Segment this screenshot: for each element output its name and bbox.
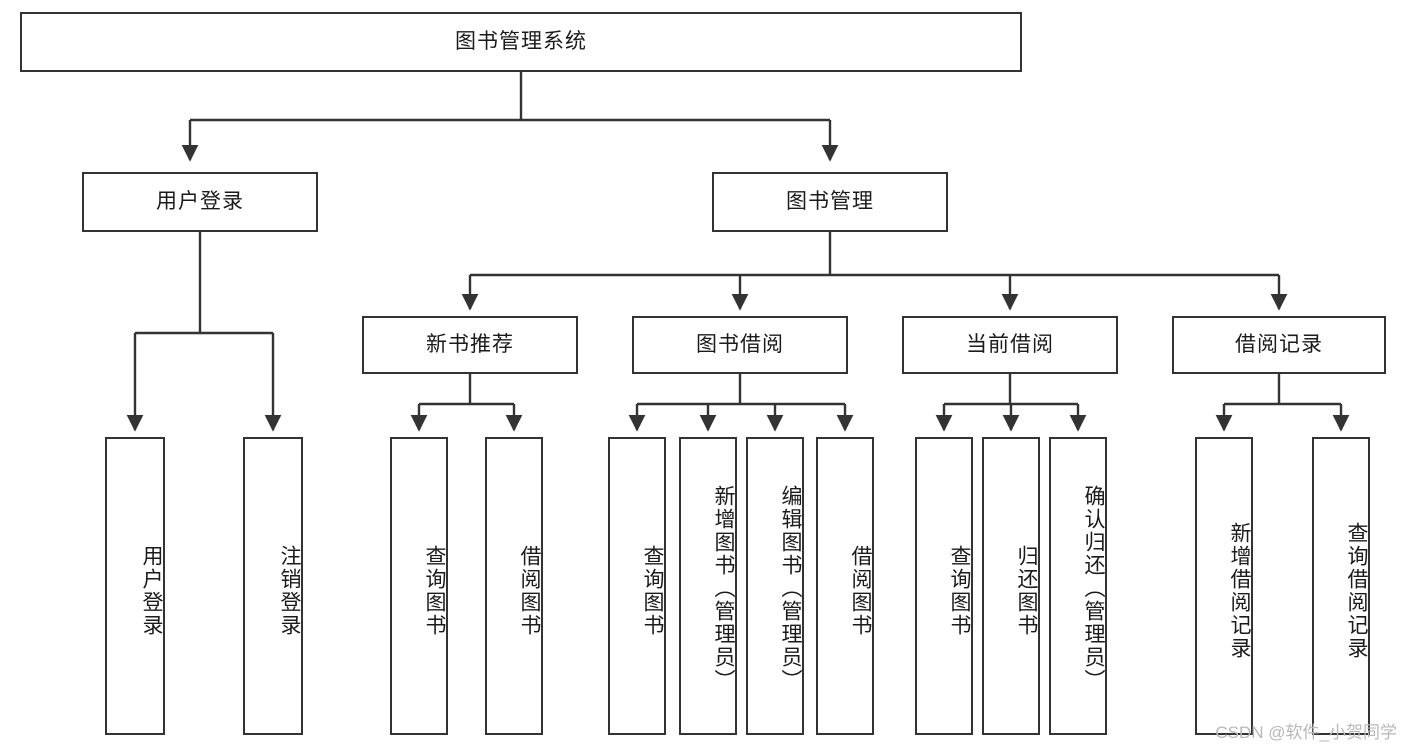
node-current-borrow[interactable]: 当前借阅 [902, 316, 1118, 374]
leaf-book-borrow-add-book-admin[interactable]: 新增图书（管理员） [679, 437, 737, 735]
node-label: 借阅记录 [1235, 332, 1323, 356]
node-label: 查询图书 [948, 545, 971, 637]
node-root-book-management-system[interactable]: 图书管理系统 [20, 12, 1022, 72]
node-label: 查询图书 [641, 545, 664, 637]
node-label: 注销登录 [278, 545, 301, 637]
leaf-book-borrow-borrow-book[interactable]: 借阅图书 [816, 437, 874, 735]
leaf-book-borrow-edit-book-admin[interactable]: 编辑图书（管理员） [746, 437, 804, 735]
node-book-management[interactable]: 图书管理 [712, 172, 948, 232]
leaf-current-borrow-return-book[interactable]: 归还图书 [982, 437, 1040, 735]
watermark-text: CSDN @软件_小贺同学 [1215, 723, 1397, 742]
node-label: 图书借阅 [696, 332, 784, 356]
node-book-borrow[interactable]: 图书借阅 [632, 316, 848, 374]
leaf-user-login-login[interactable]: 用户登录 [105, 437, 165, 735]
node-label: 借阅图书 [849, 545, 872, 637]
node-new-book-recommend[interactable]: 新书推荐 [362, 316, 578, 374]
node-label: 新书推荐 [426, 332, 514, 356]
node-label: 图书管理 [786, 189, 874, 213]
node-label: 用户登录 [140, 545, 163, 637]
node-label: 查询借阅记录 [1345, 522, 1368, 660]
node-label: 新增借阅记录 [1228, 522, 1251, 660]
node-label: 用户登录 [156, 189, 244, 213]
node-label: 编辑图书（管理员） [779, 484, 802, 692]
leaf-current-borrow-confirm-return-admin[interactable]: 确认归还（管理员） [1049, 437, 1107, 735]
leaf-borrow-records-query-record[interactable]: 查询借阅记录 [1312, 437, 1370, 735]
node-label: 查询图书 [423, 545, 446, 637]
node-borrow-records[interactable]: 借阅记录 [1172, 316, 1386, 374]
leaf-borrow-records-add-record[interactable]: 新增借阅记录 [1195, 437, 1253, 735]
node-label: 归还图书 [1015, 545, 1038, 637]
leaf-user-login-logout[interactable]: 注销登录 [243, 437, 303, 735]
node-user-login[interactable]: 用户登录 [82, 172, 318, 232]
leaf-current-borrow-query-book[interactable]: 查询图书 [915, 437, 973, 735]
node-label: 图书管理系统 [455, 29, 587, 53]
node-label: 当前借阅 [966, 332, 1054, 356]
leaf-book-borrow-query-book[interactable]: 查询图书 [608, 437, 666, 735]
leaf-new-book-borrow-book[interactable]: 借阅图书 [485, 437, 543, 735]
leaf-new-book-query-book[interactable]: 查询图书 [390, 437, 448, 735]
node-label: 借阅图书 [518, 545, 541, 637]
node-label: 确认归还（管理员） [1082, 484, 1105, 692]
node-label: 新增图书（管理员） [712, 484, 735, 692]
